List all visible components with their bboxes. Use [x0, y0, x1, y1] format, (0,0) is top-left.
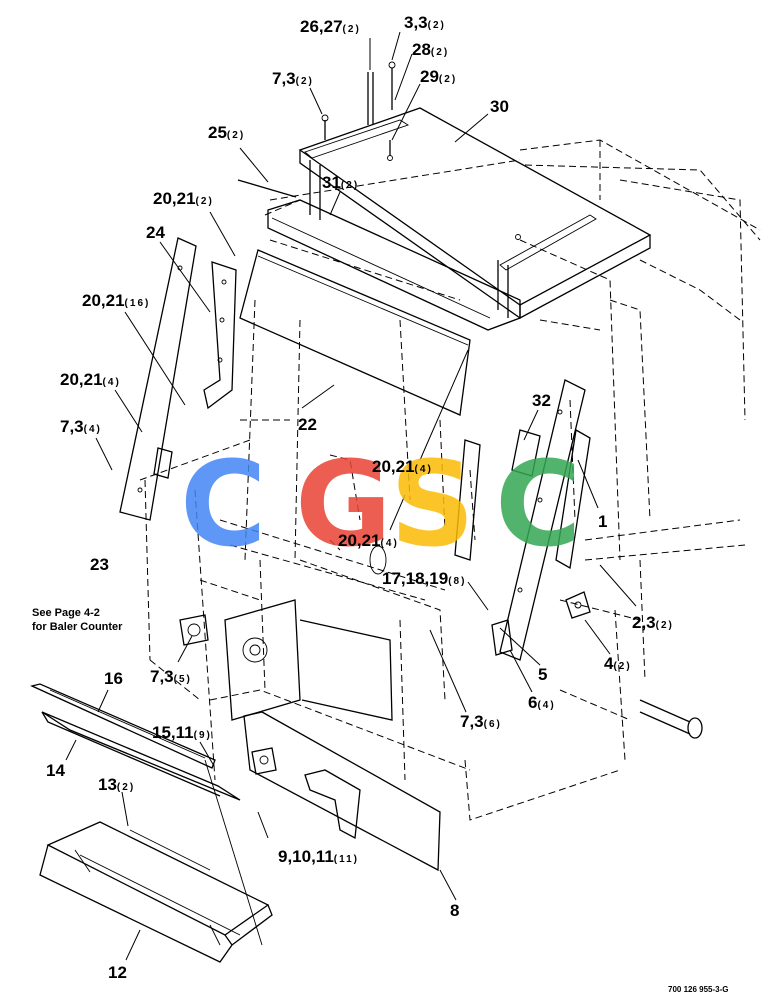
leader-lines — [65, 31, 637, 961]
side-plate-24 — [203, 261, 237, 410]
callout-8: 8 — [450, 901, 459, 920]
callout-labels: 26,27(2) 3,3(2) 28(2) 7,3(2) 29(2) 30 25… — [46, 13, 674, 982]
callout-20-21-c: 20,21(4) — [60, 370, 121, 389]
bar-31 — [267, 199, 521, 331]
watermark-letter-3: S — [390, 435, 475, 573]
bracket-6 — [491, 619, 513, 656]
watermark-letter-4: C — [495, 435, 582, 573]
vertical-beam-5 — [499, 379, 586, 661]
top-hardware — [237, 61, 521, 240]
strip-16 — [30, 683, 216, 769]
lower-shield-12 — [39, 821, 273, 963]
callout-25: 25(2) — [208, 123, 245, 142]
left-casting — [179, 614, 209, 646]
callout-20-21-e: 20,21(4) — [338, 531, 399, 550]
watermark-letter-1: C — [180, 435, 267, 573]
callout-4: 4(2) — [604, 654, 632, 673]
callout-3-3: 3,3(2) — [404, 13, 446, 32]
watermark: C G S C — [180, 435, 582, 573]
callout-12: 12 — [108, 963, 127, 982]
callout-28: 28(2) — [412, 40, 449, 59]
callout-14: 14 — [46, 761, 65, 780]
callout-29: 29(2) — [420, 67, 457, 86]
shield-14 — [41, 711, 241, 801]
callout-7-3-top: 7,3(2) — [272, 69, 314, 88]
axle — [639, 699, 703, 739]
top-shield-30 — [298, 107, 652, 320]
callout-17-18-19: 17,18,19(8) — [382, 569, 466, 588]
callout-15-11: 15,11(9) — [152, 723, 212, 742]
watermark-letter-2: G — [295, 435, 392, 573]
callout-1: 1 — [598, 512, 607, 531]
callout-13: 13(2) — [98, 775, 135, 794]
baler-counter-note: See Page 4-2 for Baler Counter — [32, 607, 123, 633]
callout-6: 6(4) — [528, 693, 556, 712]
plate-1 — [555, 428, 591, 570]
drawing-reference-number: 700 126 955-3-G — [668, 985, 729, 994]
callout-2-3: 2,3(2) — [632, 613, 674, 632]
long-rod — [204, 759, 263, 946]
baler-frame-dashed-outline — [139, 139, 761, 821]
callout-20-21-a: 20,21(2) — [153, 189, 214, 208]
callout-32: 32 — [532, 391, 551, 410]
callout-16: 16 — [104, 669, 123, 688]
cover-8 — [243, 711, 441, 872]
callout-26-27: 26,27(2) — [300, 17, 361, 36]
note-line-2: for Baler Counter — [32, 621, 123, 633]
callout-5: 5 — [538, 665, 547, 684]
callout-20-21-d: 20,21(4) — [372, 457, 433, 476]
callout-7-3-left: 7,3(4) — [60, 417, 102, 436]
callout-22: 22 — [298, 415, 317, 434]
center-plate — [454, 439, 481, 561]
note-line-1: See Page 4-2 — [32, 607, 100, 619]
callout-24: 24 — [146, 223, 165, 242]
callout-31: 31(2) — [322, 173, 359, 192]
panel-22 — [239, 249, 471, 416]
callout-23: 23 — [90, 555, 109, 574]
bracket-4 — [565, 591, 591, 619]
bracket-32 — [511, 429, 541, 477]
lower-housing — [224, 545, 393, 721]
callout-20-21-b: 20,21(16) — [82, 291, 150, 310]
callout-30: 30 — [490, 97, 509, 116]
callout-7-3-right: 7,3(6) — [460, 712, 502, 731]
callout-7-3-mid: 7,3(5) — [150, 667, 192, 686]
callout-9-10-11: 9,10,11(11) — [278, 847, 359, 866]
